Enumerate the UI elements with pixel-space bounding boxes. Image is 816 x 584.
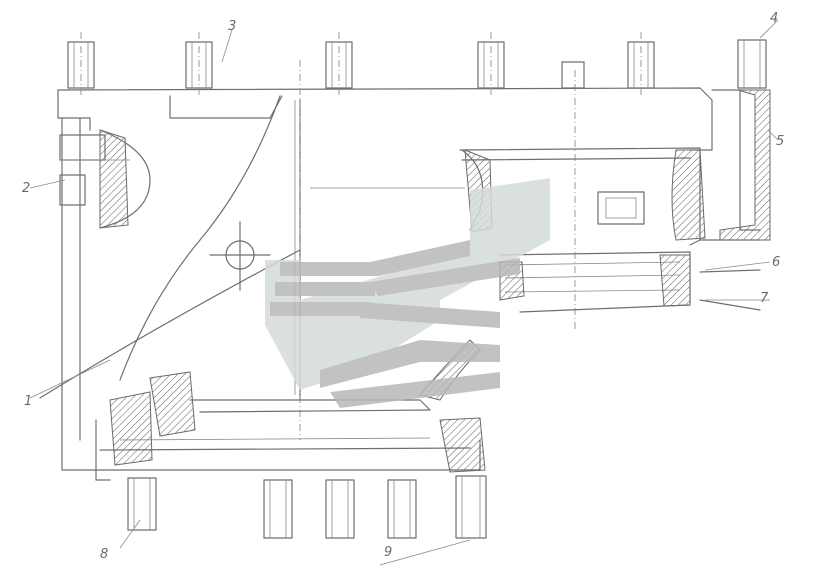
callout-1: 1	[24, 394, 32, 409]
right-shaft	[499, 251, 761, 313]
callout-6: 6	[772, 255, 780, 270]
callout-8: 8	[100, 547, 108, 562]
callout-9: 9	[384, 545, 392, 560]
callout-5: 5	[776, 134, 784, 149]
bolt-top-3	[325, 32, 353, 98]
callout-3: 3	[228, 19, 236, 34]
watermark-logo	[265, 178, 550, 408]
callout-labels: 1 2 3 4 5 6 7 8 9	[22, 11, 784, 562]
bolt-top-5	[561, 61, 585, 89]
bolt-top-7	[737, 39, 767, 89]
top-bolts	[67, 32, 767, 98]
callout-4: 4	[770, 11, 778, 26]
bolt-top-4	[477, 32, 505, 98]
left-bearing	[59, 129, 151, 229]
callout-2: 2	[22, 181, 30, 196]
bolt-bottom-5	[455, 475, 487, 539]
callout-7: 7	[760, 291, 769, 306]
bottom-bolts	[127, 475, 487, 539]
bolt-top-1	[67, 32, 95, 98]
bolt-top-2	[185, 32, 213, 98]
bolt-bottom-3	[325, 479, 355, 539]
bolt-bottom-1	[127, 477, 157, 531]
bolt-bottom-4	[387, 479, 417, 539]
bolt-top-6	[627, 32, 655, 98]
center-crosshair	[209, 221, 271, 291]
callout-leaders	[29, 19, 779, 566]
bolt-bottom-2	[263, 479, 293, 539]
